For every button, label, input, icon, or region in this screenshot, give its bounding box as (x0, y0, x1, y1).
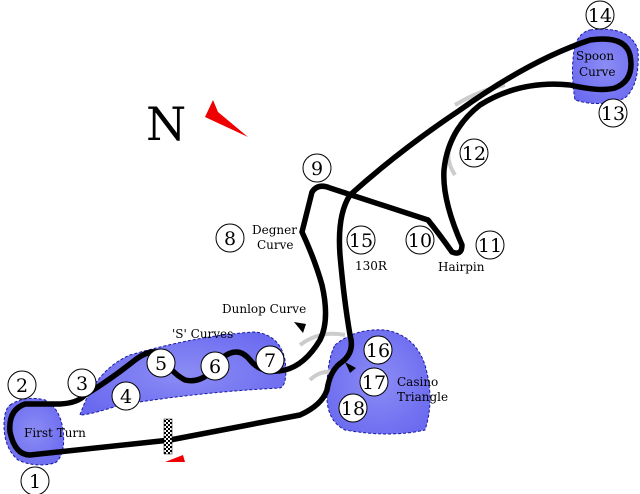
casino-pointer-icon (345, 362, 356, 373)
turn-number: 11 (478, 235, 502, 257)
corner-labels: First Turn 'S' Curves Dunlop Curve Degne… (24, 49, 616, 440)
turn-number: 18 (341, 398, 365, 420)
turn-marker-6: 6 (200, 351, 230, 381)
turn-number: 15 (349, 230, 373, 252)
turn-number: 17 (362, 372, 386, 394)
north-letter: N (146, 97, 186, 151)
turn-marker-5: 5 (146, 348, 176, 378)
turn-circle (255, 345, 285, 375)
turn-number: 10 (408, 230, 432, 252)
turn-circle (585, 0, 615, 30)
turn-marker-10: 10 (405, 225, 435, 255)
turn-number: 7 (264, 350, 276, 372)
label-130r: 130R (355, 259, 388, 273)
turn-circle (363, 335, 393, 365)
label-degner-2: Curve (257, 238, 294, 252)
turn-marker-18: 18 (338, 393, 368, 423)
turn-marker-17: 17 (359, 367, 389, 397)
turn-marker-12: 12 (459, 138, 489, 168)
turn-circle (598, 98, 628, 128)
turn-number: 13 (601, 103, 625, 125)
turn-circle (359, 367, 389, 397)
turn-number: 4 (120, 386, 132, 408)
turn-circle (459, 138, 489, 168)
turn-circle (346, 225, 376, 255)
turn-marker-1: 1 (20, 466, 50, 494)
turn-marker-16: 16 (363, 335, 393, 365)
checkered-flag-icon (163, 418, 173, 455)
label-hairpin: Hairpin (438, 260, 485, 274)
turn-number: 1 (29, 471, 41, 493)
turn-circle (67, 368, 97, 398)
label-casino-2: Triangle (397, 390, 448, 404)
turn-number: 5 (155, 353, 167, 375)
label-s-curves: 'S' Curves (172, 327, 233, 341)
turn-circle (146, 348, 176, 378)
turn-circle (215, 223, 245, 253)
label-spoon-2: Curve (579, 65, 616, 79)
turn-number: 16 (366, 340, 390, 362)
turn-marker-13: 13 (598, 98, 628, 128)
label-dunlop-curve: Dunlop Curve (222, 302, 306, 316)
turn-number: 14 (588, 5, 612, 27)
turn-marker-2: 2 (7, 370, 37, 400)
label-first-turn: First Turn (24, 426, 86, 440)
dunlop-pointer-icon (294, 322, 306, 333)
turn-number: 3 (76, 373, 88, 395)
turn-circle (475, 230, 505, 260)
zone-s-curves (79, 331, 287, 416)
turn-circle (111, 381, 141, 411)
turn-circle (200, 351, 230, 381)
turn-marker-14: 14 (585, 0, 615, 30)
turn-circle (20, 466, 50, 494)
label-degner-1: Degner (252, 223, 297, 237)
turn-circle (338, 393, 368, 423)
turn-number: 2 (16, 375, 28, 397)
turn-number: 8 (224, 228, 236, 250)
turn-circle (405, 225, 435, 255)
north-compass: N (146, 97, 248, 151)
label-casino-1: Casino (397, 375, 438, 389)
turn-number: 6 (209, 356, 221, 378)
turn-circle (302, 153, 332, 183)
turn-number: 12 (462, 143, 486, 165)
turn-marker-11: 11 (475, 230, 505, 260)
turn-marker-8: 8 (215, 223, 245, 253)
start-direction-marker (165, 455, 185, 462)
start-finish-line (163, 418, 185, 462)
turn-marker-7: 7 (255, 345, 285, 375)
turn-marker-4: 4 (111, 381, 141, 411)
north-arrow-icon (205, 100, 248, 137)
turn-marker-3: 3 (67, 368, 97, 398)
turn-marker-9: 9 (302, 153, 332, 183)
label-spoon-1: Spoon (576, 49, 614, 63)
turn-number: 9 (311, 158, 323, 180)
turn-circle (7, 370, 37, 400)
turn-marker-15: 15 (346, 225, 376, 255)
